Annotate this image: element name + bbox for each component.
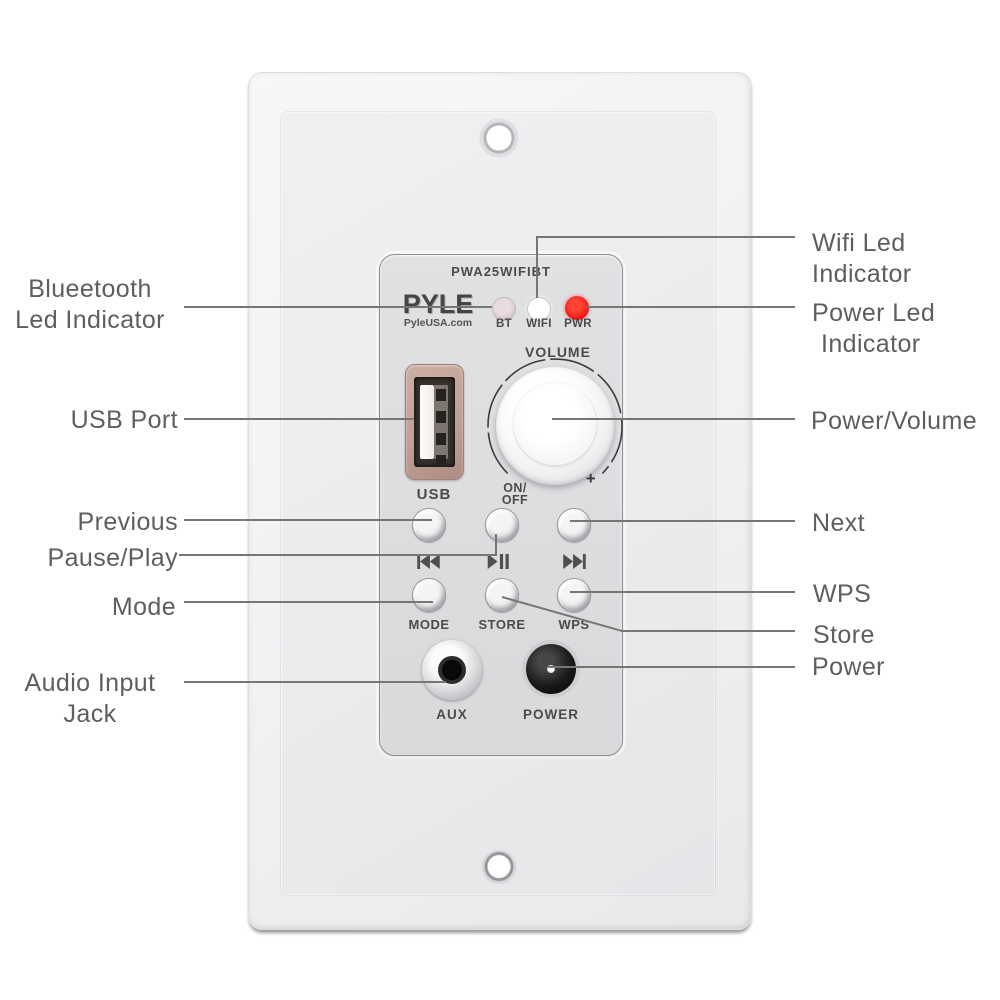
wifi-led-label: WIFI [526, 318, 552, 330]
callout-label-power: Power [812, 653, 885, 681]
power-led [565, 296, 589, 320]
callout-label-previous: Previous [77, 508, 178, 536]
usb-tongue [420, 385, 434, 459]
mode-button[interactable] [412, 578, 446, 612]
callout-line-wps [570, 591, 795, 593]
store-button[interactable] [485, 578, 519, 612]
volume-arc [487, 358, 623, 474]
callout-line-bluetooth [184, 306, 492, 308]
play-pause-icon [487, 554, 509, 569]
usb-pins [434, 385, 448, 467]
callout-line-mode [184, 601, 433, 603]
callout-label-bluetooth-led-indicator: Blueetooth Led Indicator [15, 275, 165, 334]
power-jack-pin [547, 665, 555, 673]
brand-name: PYLE [402, 289, 474, 319]
wifi-led [528, 298, 550, 320]
callout-line-power-volume [552, 418, 795, 420]
usb-cavity [414, 377, 455, 467]
volume-plus-label: + [585, 469, 597, 488]
control-panel: PWA25WIFIBT PYLE PyleUSA.com BT WIFI PWR… [379, 254, 623, 756]
volume-label: VOLUME [525, 344, 591, 360]
callout-label-next: Next [812, 509, 866, 537]
callout-label-mode: Mode [111, 593, 176, 621]
power-jack [526, 644, 576, 694]
callout-label-audio-input-jack: Audio Input Jack [24, 669, 156, 728]
callout-label-pause-play: Pause/Play [47, 544, 178, 572]
callout-line-wifi [536, 236, 795, 238]
callout-label-power-led-indicator: Power Led Indicator [812, 299, 936, 358]
play-pause-button[interactable] [485, 508, 519, 542]
previous-button[interactable] [412, 508, 446, 542]
mode-label: MODE [408, 617, 450, 632]
callout-label-usb-port: USB Port [70, 406, 178, 434]
callout-line-audio-input [184, 681, 446, 683]
store-label: STORE [478, 617, 526, 632]
callout-line-power-led [586, 306, 795, 308]
brand-website: PyleUSA.com [403, 317, 473, 329]
usb-port [405, 364, 464, 480]
callout-line-wifi-riser [536, 236, 538, 298]
aux-jack-hole [438, 656, 466, 684]
bluetooth-led [493, 298, 515, 320]
next-track-icon [563, 554, 586, 569]
callout-label-wifi-led-indicator: Wifi Led Indicator [812, 229, 912, 288]
callout-label-power-volume: Power/Volume [811, 407, 977, 435]
brand-logo: PYLE PyleUSA.com [398, 289, 478, 330]
next-button[interactable] [557, 508, 591, 542]
previous-track-icon [417, 554, 440, 569]
model-number: PWA25WIFIBT [451, 264, 551, 279]
callout-line-pause-play-riser [495, 534, 497, 556]
on-off-label: ON/ OFF [501, 481, 529, 507]
aux-label: AUX [436, 707, 468, 722]
aux-input-jack [422, 640, 482, 700]
callout-line-previous [184, 519, 432, 521]
callout-label-store: Store [813, 621, 875, 649]
wall-plate: PWA25WIFIBT PYLE PyleUSA.com BT WIFI PWR… [248, 72, 752, 930]
callout-line-store [621, 630, 795, 632]
pwr-led-label: PWR [564, 318, 592, 330]
callout-line-power [548, 666, 795, 668]
callout-line-next [570, 520, 795, 522]
usb-label: USB [416, 486, 452, 503]
power-volume-knob[interactable] [496, 367, 614, 485]
power-label: POWER [522, 707, 579, 722]
knob-cap [514, 383, 596, 465]
wps-button[interactable] [557, 578, 591, 612]
screw-hole-bottom [481, 850, 517, 886]
callout-label-wps: WPS [813, 580, 872, 608]
bt-led-label: BT [496, 318, 512, 330]
screw-hole-top [479, 118, 519, 158]
callout-line-usb [184, 418, 414, 420]
callout-line-pause-play [179, 554, 497, 556]
